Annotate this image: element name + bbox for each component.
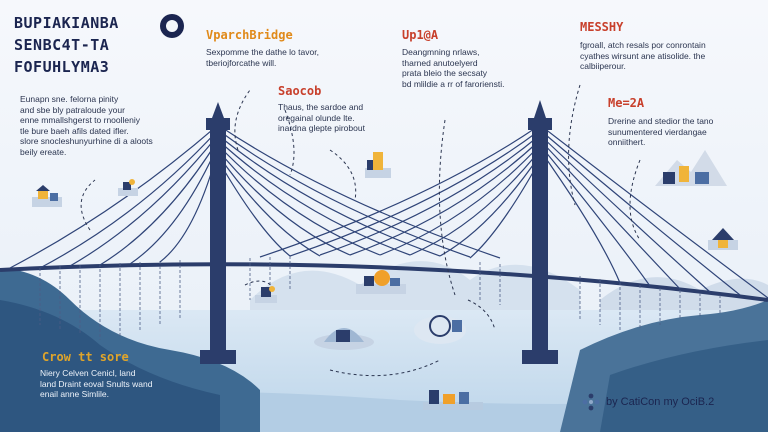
section-c-line: fgroall, atch resals por conrontain (580, 40, 706, 50)
section-e-line: sunumentered vierdangae (608, 126, 707, 137)
brand-logo-icon (582, 393, 600, 411)
house-icon-right (708, 228, 738, 250)
intro-line: beily ereate. (20, 146, 67, 157)
intro-line: enne mmallshgerst to rnoolleniy (20, 115, 141, 125)
section-f-text: Niery Celven Cenicl, land land Draint eo… (40, 368, 200, 400)
section-f-line: Niery Celven Cenicl, land (40, 368, 136, 378)
section-b-line: bd mlildie a rr of faroriensti. (402, 78, 505, 89)
village-icon-small (118, 179, 138, 196)
section-e-line: onniithert. (608, 137, 646, 147)
section-b-line: tharned anutoelyerd (402, 57, 478, 68)
section-e-heading: Me=2A (608, 96, 645, 110)
intro-line: Eunapn sne. felorna pinity (20, 94, 119, 104)
intro-text: Eunapn sne. felorna pinity and sbe bly p… (20, 94, 210, 157)
intro-line: and sbe bly patraloude your (20, 104, 125, 115)
main-title-line3: FOFUHLYMA3 (14, 58, 110, 76)
main-title-line1: BUPIAKIANBA (14, 14, 119, 32)
footer-brand: by CatiCon my OciB.2 (582, 393, 714, 411)
section-c-text: fgroall, atch resals por conrontain cyat… (580, 40, 760, 72)
intro-line: slore snocleshunyurhine di a aloots (20, 136, 153, 146)
section-b-text: Deangmning nrlaws, tharned anutoelyerd p… (402, 47, 552, 89)
section-e-line: Drerine and stedior the tano (608, 116, 714, 126)
dome-icon (314, 328, 374, 350)
cottage-icon (255, 286, 277, 303)
section-f-line: enail anne Simlile. (40, 389, 109, 399)
left-tower (200, 102, 236, 364)
section-e-text: Drerine and stedior the tano sunumentere… (608, 116, 758, 148)
section-c-heading: MESSHY (580, 20, 624, 34)
section-d-line: inardna glepte pirobout (278, 123, 365, 133)
section-a-line: tberiojforcathe will. (206, 57, 277, 68)
title-badge-icon (160, 14, 184, 38)
section-a-text: Sexpomme the dathe lo tavor, tberiojforc… (206, 47, 376, 68)
section-b-line: Deangmning nrlaws, (402, 47, 480, 57)
section-d-line: Thaus, the sardoe and (278, 102, 364, 112)
section-d-text: Thaus, the sardoe and oregainal olunde l… (278, 102, 418, 134)
section-d-line: oregainal olunde lte. (278, 112, 355, 123)
section-c-line: calbiiperour. (580, 61, 626, 71)
section-a-heading: VparchBridge (206, 28, 293, 42)
globe-icon (414, 315, 466, 344)
harbor-icon (423, 390, 483, 410)
section-c-line: cyathes wirsunt ane atisolide. the (580, 50, 706, 61)
bridge-deck (0, 262, 768, 302)
section-d-heading: Saocob (278, 84, 322, 98)
village-icon-left (32, 185, 62, 207)
main-title: BUPIAKIANBA SENBC4T-TA FOFUHLYMA3 (14, 12, 184, 78)
section-f-line: land Draint eoval Snults wand (40, 378, 153, 389)
footer-brand-text: by CatiCon my OciB.2 (606, 396, 715, 408)
section-b-heading: Up1@A (402, 28, 439, 42)
intro-line: tle bure baeh afils dated ifler. (20, 125, 129, 136)
sun-house-icon (356, 270, 406, 294)
section-b-line: prata bleio the secsaty (402, 68, 488, 78)
mountain-town-icon (655, 150, 727, 186)
section-f-heading: Crow tt sore (42, 350, 129, 364)
main-title-line2: SENBC4T-TA (14, 36, 110, 54)
section-a-line: Sexpomme the dathe lo tavor, (206, 47, 319, 57)
tower-icon-mid (365, 152, 391, 178)
right-tower (522, 100, 558, 364)
